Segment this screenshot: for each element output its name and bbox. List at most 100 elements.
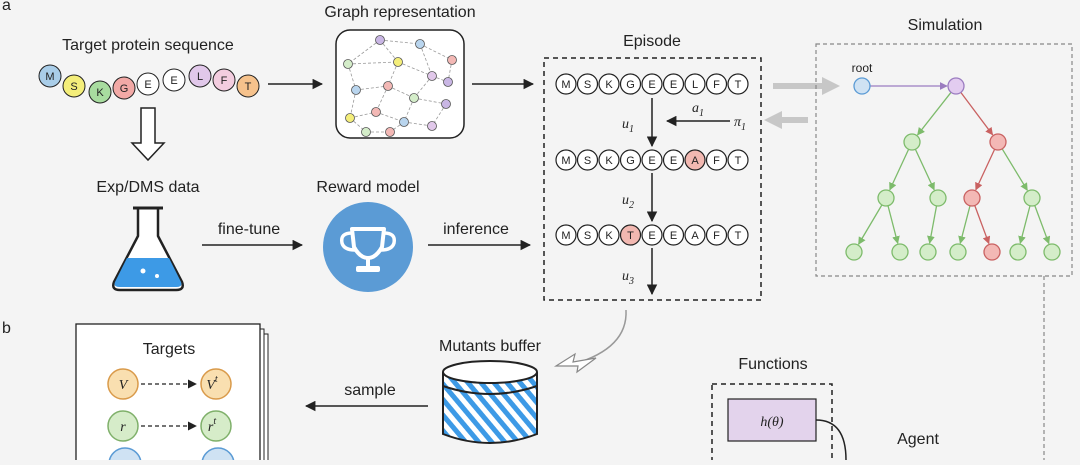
episode-residue: F (713, 230, 720, 242)
tree-edge (858, 204, 883, 245)
buffer-cylinder-icon (442, 360, 538, 444)
episode-residue-bead (598, 73, 620, 95)
fine-tune-label: fine-tune (218, 221, 280, 238)
episode-residue-bead (576, 149, 599, 171)
target-source-label: r (120, 420, 126, 435)
tree-node (919, 243, 937, 261)
graph-node (383, 81, 393, 91)
graph-edge (413, 97, 447, 105)
tree-edge (887, 205, 900, 245)
episode-residue: T (735, 79, 742, 91)
panel-label-a: a (2, 0, 11, 14)
graph-node (443, 77, 453, 87)
tree-edge (958, 205, 971, 245)
graph-node (393, 57, 403, 67)
graph-edge (419, 43, 453, 61)
tree-edge (889, 148, 910, 191)
episode-residue-bead (684, 149, 706, 171)
tree-node (949, 243, 967, 261)
sequence-residue: S (70, 81, 77, 93)
episode-residue-bead (727, 224, 749, 246)
episode-residue: T (627, 230, 634, 242)
episode-residue: T (735, 230, 742, 242)
episode-residue-bead (619, 224, 642, 246)
episode-residue-bead (705, 149, 728, 171)
episode-residue-bead (619, 149, 642, 171)
sample-label: sample (344, 382, 396, 399)
episode-residue: G (626, 79, 635, 91)
graph-node (409, 93, 419, 103)
episode-box (543, 57, 762, 301)
episode-residue-bead (641, 149, 663, 171)
curved-arrow-head (553, 352, 597, 374)
target-sequence-title: Target protein sequence (62, 37, 234, 54)
sequence-residue: E (170, 75, 177, 87)
flask-icon (112, 206, 184, 292)
sequence-residue: E (144, 79, 151, 91)
sequence-bead (38, 64, 62, 88)
episode-residue: M (561, 230, 570, 242)
episode-residue: S (584, 230, 591, 242)
tree-node (983, 243, 1001, 261)
tree-edge (914, 148, 935, 191)
episode-residue: E (670, 79, 677, 91)
tree-root-node (853, 77, 871, 95)
episode-residue: M (561, 79, 570, 91)
tree-edge (960, 92, 994, 136)
tree-node (1023, 189, 1041, 207)
episode-residue: L (692, 79, 698, 91)
step-label-2: u2 (622, 193, 634, 211)
episode-title: Episode (623, 33, 681, 50)
curved-arrow-to-buffer (573, 309, 627, 365)
episode-residue: K (605, 155, 613, 167)
graph-node (427, 71, 437, 81)
tree-node (1009, 243, 1027, 261)
simulation-box (815, 43, 1073, 277)
episode-residue-bead (641, 224, 663, 246)
episode-residue-bead (598, 224, 620, 246)
episode-residue: E (648, 230, 655, 242)
function-connector (815, 419, 847, 461)
gray-arrow-to-simulation (773, 77, 840, 95)
simulation-title: Simulation (908, 17, 983, 34)
episode-residue-bead (705, 73, 728, 95)
sequence-residue: F (221, 75, 228, 87)
graph-node (351, 85, 361, 95)
sequence-bead (162, 68, 186, 92)
episode-residue-bead (684, 73, 706, 95)
episode-residue-bead (555, 73, 577, 95)
graph-node (415, 39, 425, 49)
graph-node (361, 127, 371, 137)
target-source-circle (107, 410, 139, 442)
episode-residue-bead (684, 224, 706, 246)
episode-residue-bead (555, 149, 577, 171)
tree-node (963, 189, 981, 207)
tree-node (845, 243, 863, 261)
episode-residue: F (713, 155, 720, 167)
step-label-1: u1 (622, 117, 634, 135)
graph-node (447, 55, 457, 65)
reward-model-title: Reward model (316, 179, 419, 196)
graph-node (385, 127, 395, 137)
sequence-bead (62, 74, 86, 98)
tree-node (877, 189, 895, 207)
tree-edge (917, 91, 952, 136)
function-h-label: h(θ) (760, 415, 784, 430)
graph-box (335, 29, 465, 139)
tree-top-node (947, 77, 965, 95)
episode-residue-bead (727, 149, 749, 171)
sequence-residue: T (245, 81, 252, 93)
graph-network (343, 35, 457, 137)
episode-residue: E (670, 230, 677, 242)
graph-node (399, 117, 409, 127)
sequence-bead (212, 68, 236, 92)
tree-node (989, 133, 1007, 151)
graph-edge (347, 39, 381, 65)
tree-node (929, 189, 947, 207)
graph-node (375, 35, 385, 45)
episode-residue: A (691, 155, 699, 167)
graph-edge (355, 85, 389, 91)
